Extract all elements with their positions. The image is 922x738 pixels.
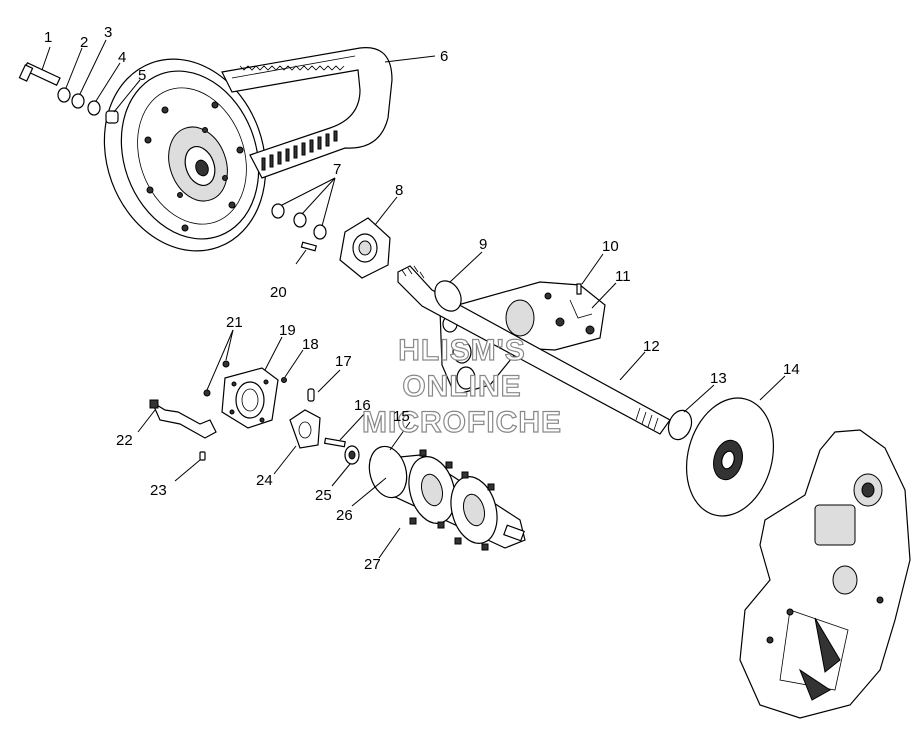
mount-plate-19 [221, 367, 279, 429]
callout-26: 26 [336, 507, 353, 524]
callout-14: 14 [783, 361, 800, 378]
callout-12: 12 [643, 338, 660, 355]
snap-ring-13 [667, 409, 693, 441]
callout-8: 8 [395, 182, 403, 199]
washer-7a [271, 203, 285, 219]
spacer-5 [105, 110, 119, 124]
callout-25: 25 [315, 487, 332, 504]
callout-3: 3 [104, 24, 112, 41]
washer-7b [293, 212, 307, 228]
nut-21a [222, 360, 230, 368]
callout-2: 2 [80, 34, 88, 51]
bolt-16 [323, 437, 346, 448]
callout-20: 20 [270, 284, 287, 301]
callout-23: 23 [150, 482, 167, 499]
washer-7c [313, 224, 327, 240]
bearing-flange-8 [339, 217, 391, 279]
driven-clutch [685, 397, 775, 517]
washer-2 [57, 87, 71, 103]
clutch-bolt [18, 61, 61, 87]
callout-18: 18 [302, 336, 319, 353]
watermark-line-3: MICROFICHE [362, 406, 562, 439]
watermark-line-1: HLISM'S [398, 334, 525, 367]
callout-7: 7 [333, 161, 341, 178]
drive-shaft-sprockets [368, 445, 526, 551]
chaincase-bracket [439, 281, 606, 396]
callout-17: 17 [335, 353, 352, 370]
drive-belt [221, 47, 393, 179]
callout-15: 15 [393, 408, 410, 425]
callout-4: 4 [118, 49, 126, 66]
callout-24: 24 [256, 472, 273, 489]
callout-27: 27 [364, 556, 381, 573]
jackshaft [397, 265, 671, 435]
screw-20 [300, 241, 318, 252]
washer-4 [87, 100, 101, 116]
clip-23 [199, 451, 206, 461]
callout-11: 11 [615, 268, 631, 285]
washer-3 [71, 93, 85, 109]
callout-16: 16 [354, 397, 371, 414]
bolt-10 [576, 283, 582, 295]
callout-22: 22 [116, 432, 133, 449]
callout-13: 13 [710, 370, 727, 387]
pin-17 [307, 388, 315, 402]
callout-10: 10 [602, 238, 619, 255]
callout-9: 9 [479, 236, 487, 253]
callout-5: 5 [138, 67, 146, 84]
watermark: HLISM'S ONLINE MICROFICHE [361, 333, 562, 439]
callout-labels: 1 2 3 4 5 6 7 8 9 10 11 12 13 14 15 16 1… [44, 24, 800, 573]
bearing-25 [344, 445, 360, 465]
nut-21b [203, 389, 211, 397]
callout-6: 6 [440, 48, 448, 65]
callout-1: 1 [44, 29, 52, 46]
callout-19: 19 [279, 322, 296, 339]
drive-clutch [103, 58, 267, 252]
watermark-line-2: ONLINE [402, 370, 521, 403]
chaincase-housing [739, 429, 911, 719]
leader-lines [41, 39, 786, 559]
gasket-24 [289, 409, 321, 449]
speed-sensor [149, 399, 217, 439]
callout-21: 21 [226, 314, 243, 331]
pin-18 [281, 377, 287, 383]
